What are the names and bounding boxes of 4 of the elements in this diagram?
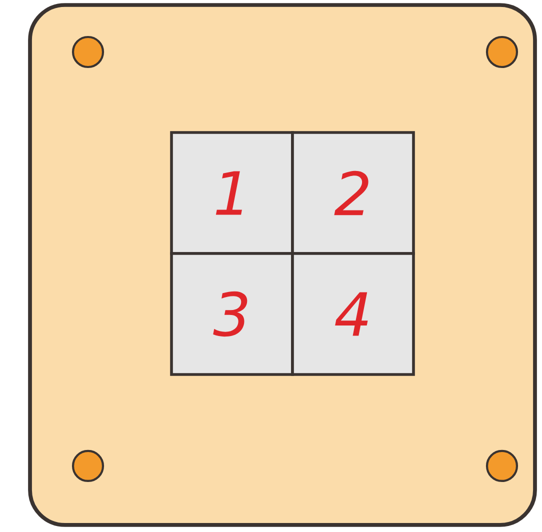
grid-cell: 1: [170, 131, 294, 255]
grid-cell: 3: [170, 252, 294, 376]
grid-cell: 2: [291, 131, 415, 255]
grid-cell: 4: [291, 252, 415, 376]
